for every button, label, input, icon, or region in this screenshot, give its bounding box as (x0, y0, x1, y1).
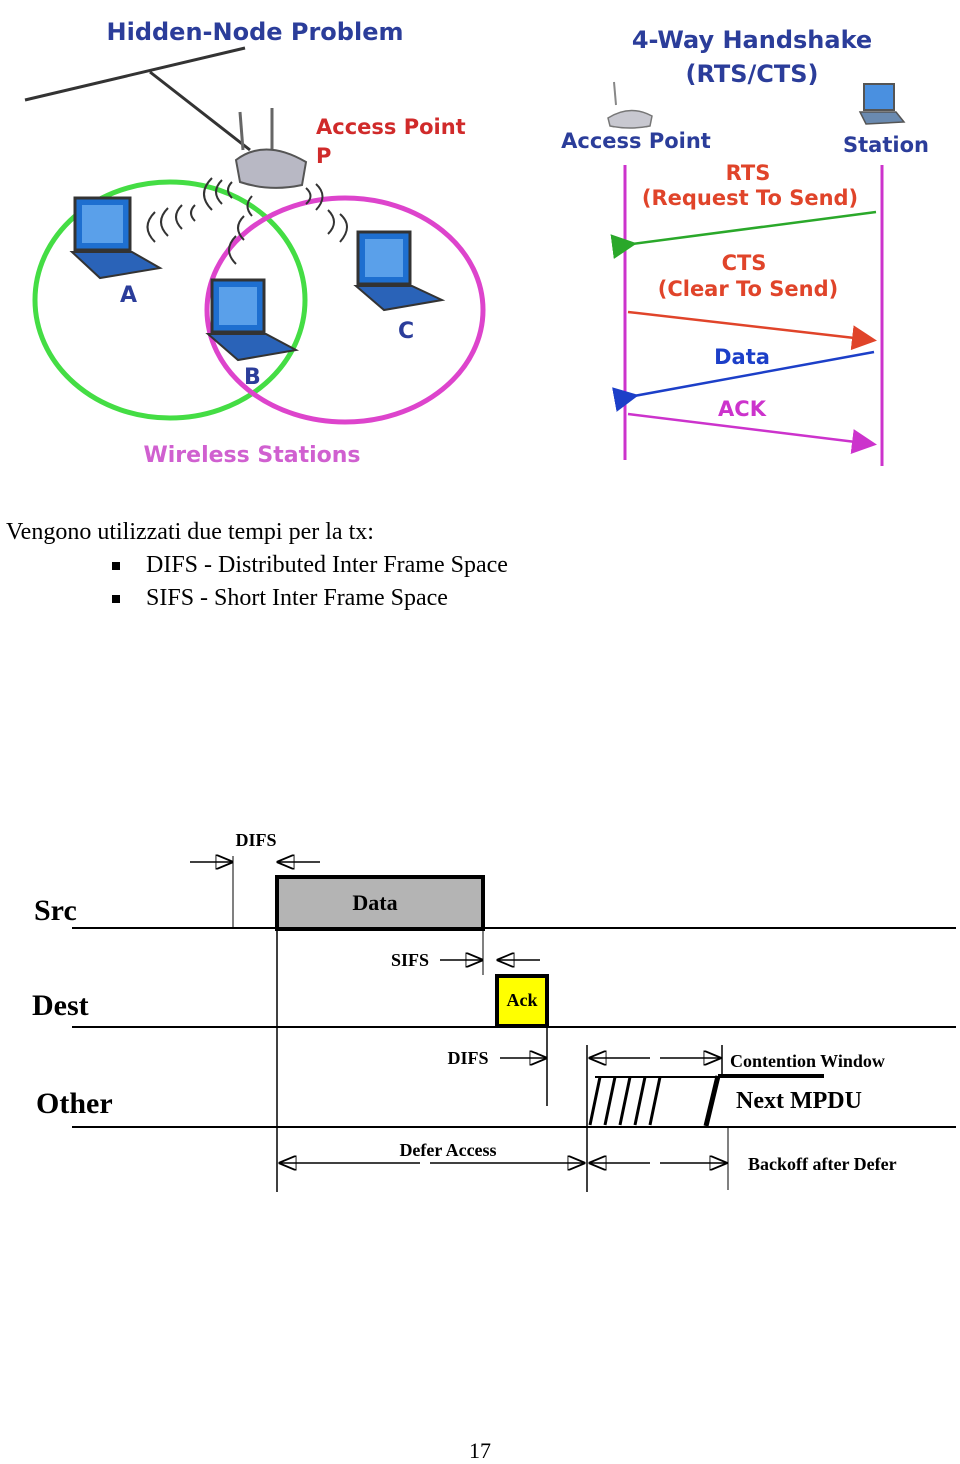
laptop-c-icon (353, 230, 446, 312)
data-label: Data (714, 345, 770, 369)
wireless-stations-label: Wireless Stations (143, 443, 360, 468)
difs-top-label: DIFS (235, 830, 276, 850)
intro-text: Vengono utilizzati due tempi per la tx: (6, 519, 374, 545)
handshake-diagram: 4-Way Handshake (RTS/CTS) Access Point S… (561, 26, 929, 466)
bullet-icon (112, 562, 120, 570)
rts-label: RTS (726, 161, 771, 185)
list-item: SIFS - Short Inter Frame Space (6, 582, 508, 615)
bullet-icon (112, 595, 120, 603)
station-b-label: B (244, 365, 261, 390)
handshake-station-label: Station (843, 133, 929, 157)
list-item-text: DIFS - Distributed Inter Frame Space (146, 552, 508, 578)
small-access-point-icon (607, 81, 653, 129)
laptop-b-icon (205, 278, 300, 362)
difs-other-label: DIFS (447, 1048, 488, 1068)
ack-arrow (627, 412, 877, 454)
cts-label: CTS (722, 251, 767, 275)
list-item-text: SIFS - Short Inter Frame Space (146, 585, 448, 611)
cts-description: (Clear To Send) (658, 277, 839, 301)
hidden-node-diagram: Hidden-Node Problem Access Point P A (24, 18, 486, 468)
laptop-a-icon (69, 196, 163, 280)
row-label-other: Other (36, 1087, 113, 1120)
sifs-label: SIFS (391, 950, 429, 970)
ap-letter: P (316, 144, 331, 168)
handshake-subtitle: (RTS/CTS) (685, 60, 818, 88)
ap-label: Access Point (316, 115, 466, 139)
rts-description: (Request To Send) (642, 186, 858, 210)
small-station-icon (858, 83, 906, 125)
cts-arrow (627, 310, 877, 351)
next-mpdu-edge (703, 1075, 721, 1127)
page-number: 17 (469, 1438, 491, 1463)
station-a-label: A (120, 283, 137, 308)
access-point-icon (234, 108, 308, 189)
ack-frame (495, 974, 549, 1028)
defer-access-label: Defer Access (399, 1140, 496, 1160)
data-frame-label: Data (352, 890, 397, 915)
wired-link (24, 46, 246, 102)
timing-diagram: Src Dest Other DIFS Data SIFS Ack DIFS C… (32, 830, 956, 1192)
next-mpdu-label: Next MPDU (736, 1088, 862, 1114)
top-figure: Hidden-Node Problem Access Point P A (24, 18, 929, 468)
data-arrow (612, 350, 875, 412)
backoff-slots (588, 1076, 662, 1126)
ack-frame-label: Ack (507, 990, 538, 1010)
backoff-label: Backoff after Defer (748, 1154, 897, 1174)
handshake-ap-label: Access Point (561, 129, 711, 153)
coverage-a (32, 179, 308, 421)
list-item: DIFS - Distributed Inter Frame Space (6, 549, 508, 582)
rts-arrow (610, 210, 877, 259)
radio-waves-icon (146, 177, 348, 265)
row-label-dest: Dest (32, 989, 89, 1022)
hidden-node-title: Hidden-Node Problem (107, 18, 404, 46)
station-c-label: C (398, 319, 414, 344)
coverage-c (204, 195, 486, 425)
ifs-list: DIFS - Distributed Inter Frame Space SIF… (6, 549, 508, 615)
handshake-title: 4-Way Handshake (632, 26, 872, 54)
ack-label: ACK (718, 397, 767, 421)
wired-drop (149, 70, 251, 152)
text-block: Vengono utilizzati due tempi per la tx: … (6, 516, 508, 615)
contention-window-label: Contention Window (730, 1051, 885, 1071)
row-label-src: Src (34, 894, 77, 927)
